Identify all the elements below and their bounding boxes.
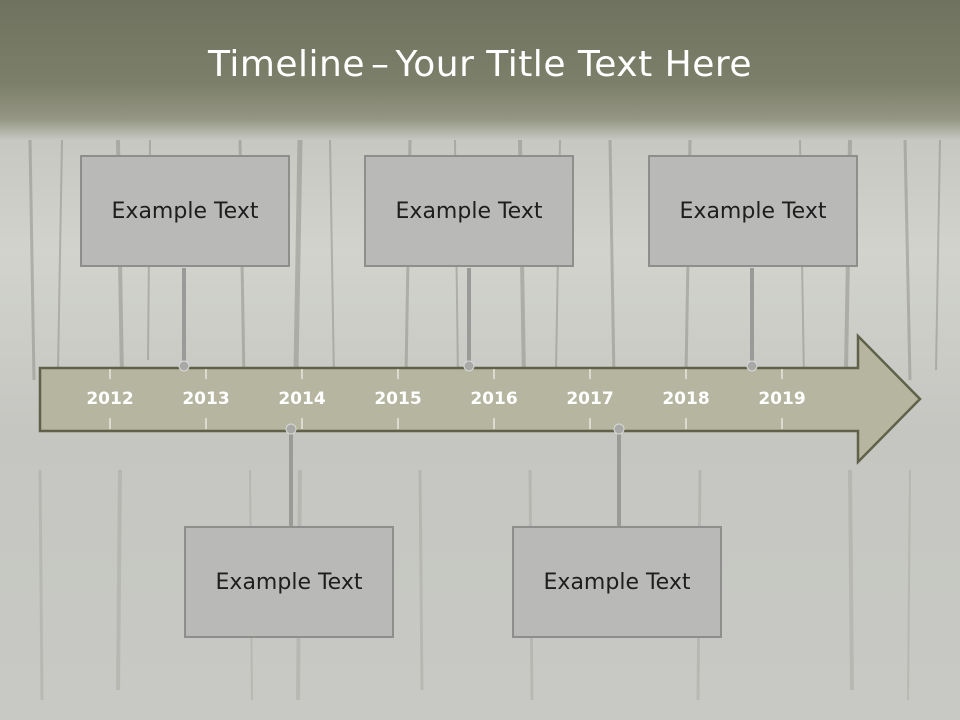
year-label: 2017 bbox=[566, 389, 613, 409]
event-marker-dot bbox=[463, 360, 475, 372]
event-label: Example Text bbox=[543, 569, 691, 595]
event-marker-dot bbox=[746, 360, 758, 372]
year-label: 2016 bbox=[470, 389, 517, 409]
slide-title: Timeline–Your Title Text Here bbox=[0, 44, 960, 85]
year-label: 2018 bbox=[662, 389, 709, 409]
year-label: 2019 bbox=[758, 389, 805, 409]
title-part2: Your Title Text Here bbox=[395, 44, 753, 85]
year-label: 2012 bbox=[86, 389, 133, 409]
event-box-above-2: Example Text bbox=[364, 155, 574, 267]
title-banner bbox=[0, 0, 960, 140]
title-part1: Timeline bbox=[207, 44, 366, 85]
event-box-above-1: Example Text bbox=[80, 155, 290, 267]
year-label: 2013 bbox=[182, 389, 229, 409]
event-box-above-3: Example Text bbox=[648, 155, 858, 267]
event-marker-dot bbox=[285, 423, 297, 435]
event-label: Example Text bbox=[111, 198, 259, 224]
event-label: Example Text bbox=[215, 569, 363, 595]
timeline-arrow bbox=[38, 332, 922, 466]
event-marker-dot bbox=[178, 360, 190, 372]
event-marker-dot bbox=[613, 423, 625, 435]
year-label: 2014 bbox=[278, 389, 325, 409]
title-separator: – bbox=[371, 44, 390, 85]
event-label: Example Text bbox=[679, 198, 827, 224]
event-box-below-1: Example Text bbox=[184, 526, 394, 638]
event-box-below-2: Example Text bbox=[512, 526, 722, 638]
event-label: Example Text bbox=[395, 198, 543, 224]
year-label: 2015 bbox=[374, 389, 421, 409]
